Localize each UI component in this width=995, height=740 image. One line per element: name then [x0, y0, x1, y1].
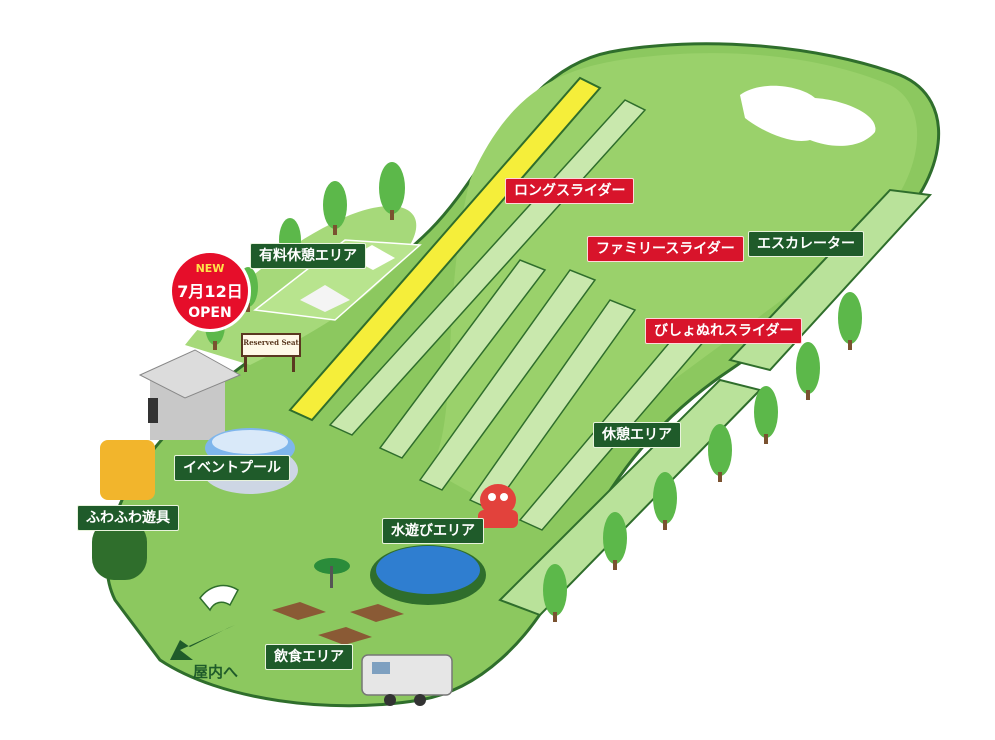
exit-arrow-icon	[170, 584, 239, 660]
food-area-label: 飲食エリア	[265, 644, 353, 670]
water-play-pool	[370, 545, 486, 605]
badge-open-text: OPEN	[188, 305, 232, 321]
trailer-icon	[361, 654, 453, 706]
bench-icon	[272, 602, 404, 645]
long-slider-label: ロングスライダー	[505, 178, 635, 204]
sign-post-right	[292, 350, 295, 372]
family-slider-label: ファミリースライダー	[587, 236, 744, 262]
sign-post-left	[244, 350, 247, 372]
to-indoor-label: 屋内へ	[193, 663, 239, 681]
new-opening-badge: NEW 7月12日 OPEN	[172, 253, 248, 329]
badge-date-text: 7月12日	[177, 282, 243, 301]
octopus-icon	[478, 484, 518, 528]
stage-icon	[138, 349, 242, 440]
water-play-area-label: 水遊びエリア	[382, 518, 484, 544]
fuwafuwa-label: ふわふわ遊具	[77, 505, 179, 531]
badge-new-text: NEW	[195, 262, 225, 275]
reserved-seat-sign: Reserved Seat	[241, 333, 301, 357]
parasol-icon	[314, 558, 350, 588]
paid-rest-area-label: 有料休憩エリア	[250, 243, 366, 269]
inflatable-icon	[92, 440, 155, 580]
rest-area-label: 休憩エリア	[593, 422, 681, 448]
wet-slider-label: びしょぬれスライダー	[645, 318, 803, 344]
cloud-patch	[740, 85, 876, 146]
tree-icon	[543, 292, 862, 622]
escalator-label: エスカレーター	[748, 231, 864, 257]
event-pool-label: イベントプール	[174, 455, 290, 481]
